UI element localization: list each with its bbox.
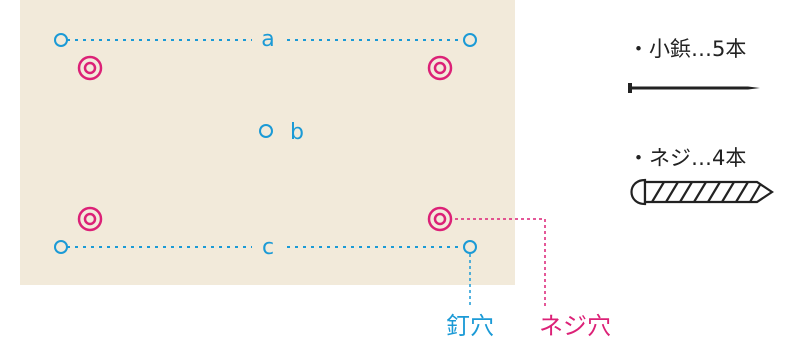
- tack-icon: [628, 83, 760, 93]
- screws-count-text: ・ネジ…4本: [628, 146, 746, 170]
- nail-hole-center: [259, 124, 273, 138]
- nail-hole-bottom-left: [54, 240, 68, 254]
- screw-hole-bottom-left: [77, 206, 103, 232]
- board: [20, 0, 515, 285]
- label-a: a: [261, 27, 274, 52]
- screw-hole-leader: [455, 218, 546, 308]
- nail-hole-bottom-right: [463, 240, 477, 254]
- nail-hole-top-right: [463, 33, 477, 47]
- legend-nail-hole: 釘穴: [446, 312, 494, 340]
- screw-hole-top-right: [427, 55, 453, 81]
- screw-hole-top-left: [77, 55, 103, 81]
- nails-count-text: ・小鋲…5本: [628, 37, 746, 61]
- label-c: c: [262, 235, 274, 260]
- legend-screw-hole: ネジ穴: [539, 312, 611, 340]
- screw-hole-bottom-right: [427, 206, 453, 232]
- label-b: b: [290, 120, 304, 145]
- screw-icon: [630, 178, 774, 206]
- nail-hole-top-left: [54, 33, 68, 47]
